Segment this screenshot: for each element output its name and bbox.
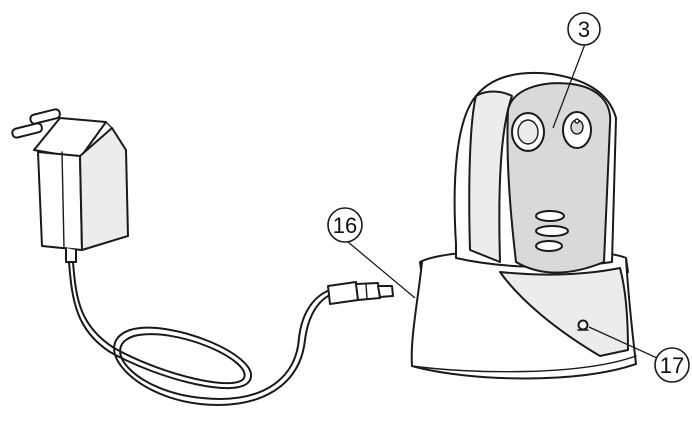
camera-lens-left <box>511 112 545 152</box>
callout-16: 16 <box>327 207 363 243</box>
power-adapter <box>11 108 129 263</box>
callout-17: 17 <box>654 347 690 383</box>
base-station <box>410 248 637 380</box>
power-cable <box>68 261 333 406</box>
handset <box>453 71 617 274</box>
dc-jack-plug <box>327 281 394 305</box>
leader-line-3 <box>552 43 586 129</box>
callout-16-label: 16 <box>333 213 357 238</box>
plug-prongs <box>11 108 61 139</box>
camera-lens-right <box>562 111 592 149</box>
speaker-grille <box>535 210 569 252</box>
callout-3-label: 3 <box>578 17 590 42</box>
callout-17-label: 17 <box>660 353 684 378</box>
callout-3: 3 <box>567 12 601 46</box>
leader-line-16 <box>347 241 416 299</box>
indicator-led <box>577 319 589 331</box>
leader-line-17 <box>588 326 658 359</box>
